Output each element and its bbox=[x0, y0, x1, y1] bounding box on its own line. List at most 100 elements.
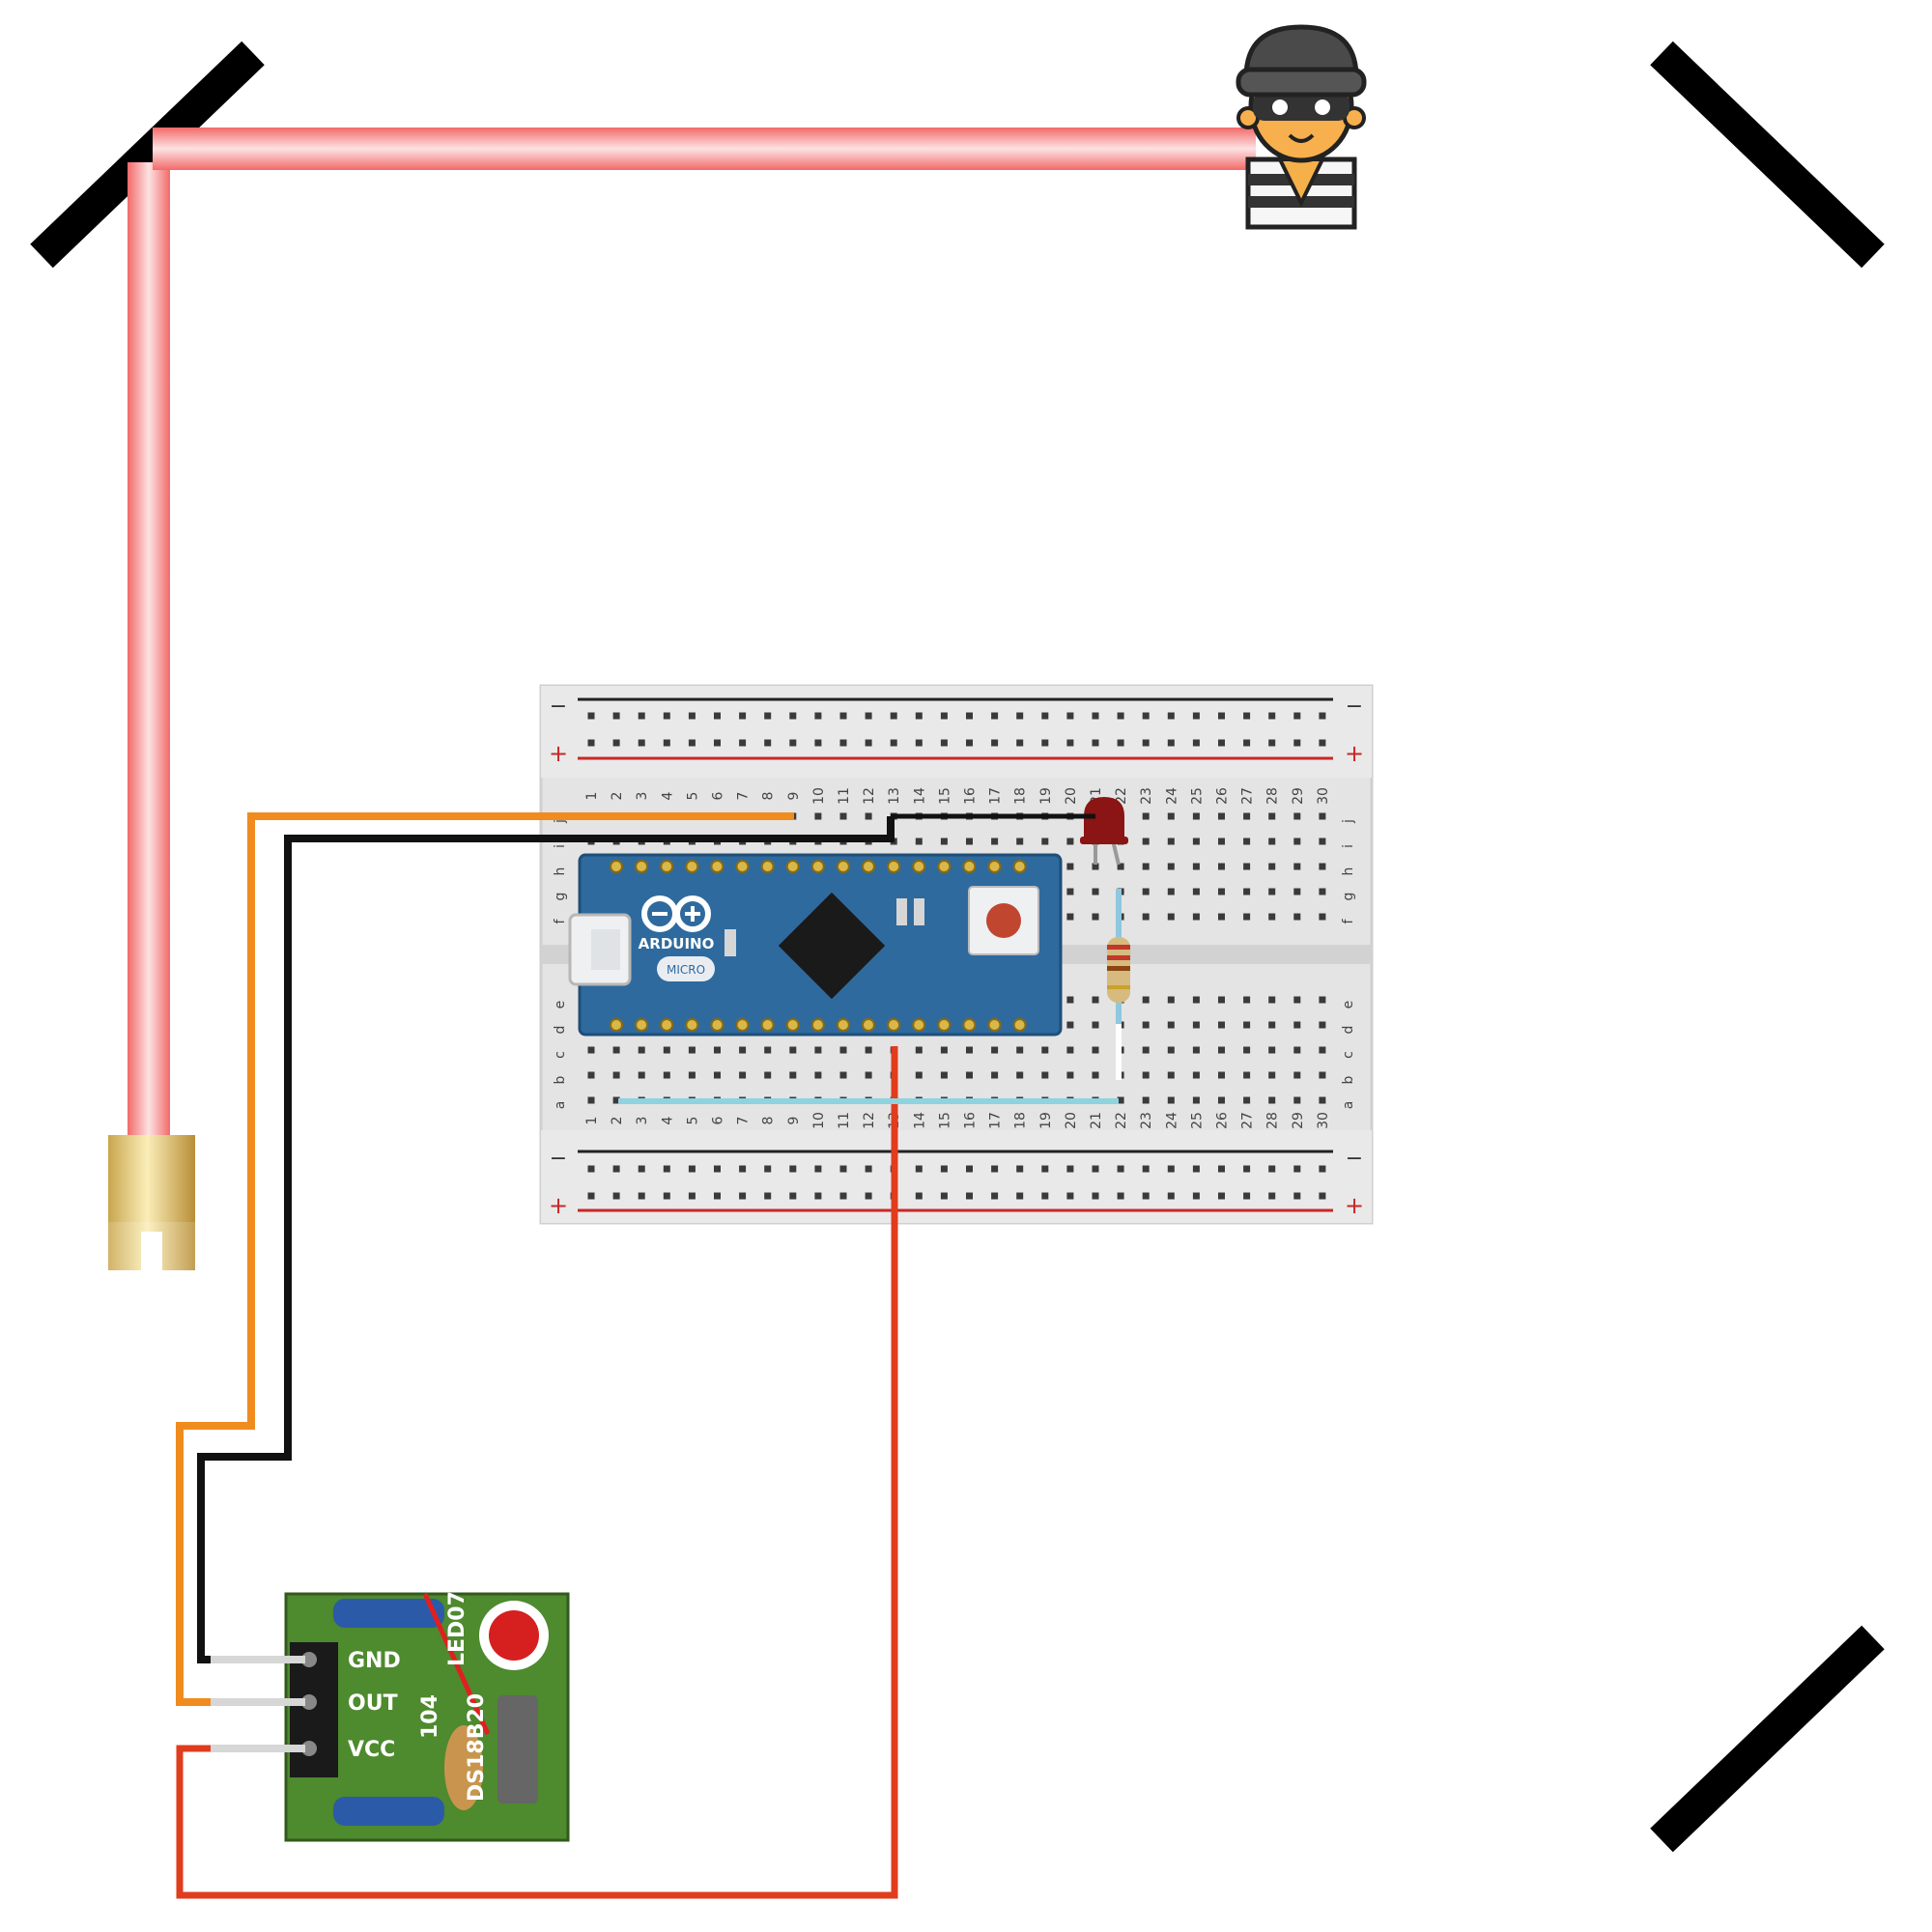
breadboard-hole[interactable] bbox=[1192, 1021, 1200, 1029]
breadboard-hole[interactable] bbox=[1218, 1192, 1225, 1200]
breadboard-hole[interactable] bbox=[587, 1192, 595, 1200]
breadboard-hole[interactable] bbox=[1192, 712, 1200, 720]
breadboard-hole[interactable] bbox=[1142, 838, 1150, 845]
breadboard-hole[interactable] bbox=[915, 838, 923, 845]
breadboard-hole[interactable] bbox=[1218, 1165, 1225, 1173]
breadboard-hole[interactable] bbox=[1243, 996, 1251, 1004]
breadboard-hole[interactable] bbox=[1117, 739, 1124, 747]
breadboard-hole[interactable] bbox=[714, 1192, 721, 1200]
breadboard-hole[interactable] bbox=[1268, 1192, 1276, 1200]
breadboard-hole[interactable] bbox=[1319, 812, 1326, 820]
breadboard-hole[interactable] bbox=[966, 739, 973, 747]
breadboard-hole[interactable] bbox=[789, 1046, 797, 1054]
breadboard-hole[interactable] bbox=[1293, 888, 1301, 895]
breadboard-hole[interactable] bbox=[1243, 1165, 1251, 1173]
breadboard-hole[interactable] bbox=[714, 1165, 721, 1173]
breadboard-hole[interactable] bbox=[1218, 812, 1225, 820]
breadboard-hole[interactable] bbox=[1092, 1192, 1099, 1200]
breadboard-hole[interactable] bbox=[789, 712, 797, 720]
breadboard-hole[interactable] bbox=[915, 1165, 923, 1173]
breadboard-hole[interactable] bbox=[764, 1165, 772, 1173]
breadboard-hole[interactable] bbox=[1243, 1021, 1251, 1029]
breadboard-hole[interactable] bbox=[1319, 1096, 1326, 1104]
breadboard-hole[interactable] bbox=[1142, 1165, 1150, 1173]
breadboard-hole[interactable] bbox=[1066, 1165, 1074, 1173]
breadboard-hole[interactable] bbox=[1167, 1192, 1175, 1200]
breadboard-hole[interactable] bbox=[789, 1071, 797, 1079]
breadboard-hole[interactable] bbox=[1016, 712, 1024, 720]
breadboard-hole[interactable] bbox=[940, 838, 948, 845]
breadboard-hole[interactable] bbox=[1268, 913, 1276, 921]
breadboard-hole[interactable] bbox=[814, 1192, 822, 1200]
breadboard-hole[interactable] bbox=[1192, 1096, 1200, 1104]
breadboard-hole[interactable] bbox=[1117, 1165, 1124, 1173]
breadboard-hole[interactable] bbox=[1167, 913, 1175, 921]
breadboard-hole[interactable] bbox=[1268, 838, 1276, 845]
breadboard-hole[interactable] bbox=[739, 1192, 747, 1200]
breadboard-hole[interactable] bbox=[839, 712, 847, 720]
breadboard-hole[interactable] bbox=[1041, 1071, 1049, 1079]
breadboard-hole[interactable] bbox=[1319, 1071, 1326, 1079]
breadboard-hole[interactable] bbox=[940, 739, 948, 747]
breadboard-hole[interactable] bbox=[714, 712, 721, 720]
breadboard-hole[interactable] bbox=[1319, 996, 1326, 1004]
breadboard-hole[interactable] bbox=[1218, 1096, 1225, 1104]
breadboard-hole[interactable] bbox=[1117, 1096, 1124, 1104]
breadboard-hole[interactable] bbox=[865, 812, 872, 820]
breadboard-hole[interactable] bbox=[612, 712, 620, 720]
breadboard-hole[interactable] bbox=[1066, 1021, 1074, 1029]
breadboard-hole[interactable] bbox=[1268, 1021, 1276, 1029]
breadboard-hole[interactable] bbox=[739, 1165, 747, 1173]
breadboard-hole[interactable] bbox=[1066, 863, 1074, 870]
breadboard-hole[interactable] bbox=[764, 1071, 772, 1079]
breadboard-hole[interactable] bbox=[1192, 888, 1200, 895]
breadboard-hole[interactable] bbox=[1117, 863, 1124, 870]
breadboard-hole[interactable] bbox=[1016, 1165, 1024, 1173]
breadboard-hole[interactable] bbox=[839, 1165, 847, 1173]
breadboard-hole[interactable] bbox=[915, 712, 923, 720]
breadboard-hole[interactable] bbox=[1192, 1046, 1200, 1054]
breadboard-hole[interactable] bbox=[1218, 888, 1225, 895]
breadboard-hole[interactable] bbox=[714, 1046, 721, 1054]
breadboard-hole[interactable] bbox=[1117, 1192, 1124, 1200]
breadboard-hole[interactable] bbox=[1092, 996, 1099, 1004]
breadboard-hole[interactable] bbox=[688, 1165, 696, 1173]
breadboard-hole[interactable] bbox=[1041, 1046, 1049, 1054]
breadboard-hole[interactable] bbox=[1319, 712, 1326, 720]
breadboard-hole[interactable] bbox=[1218, 712, 1225, 720]
breadboard-hole[interactable] bbox=[1243, 838, 1251, 845]
breadboard-hole[interactable] bbox=[1142, 812, 1150, 820]
breadboard-hole[interactable] bbox=[865, 739, 872, 747]
breadboard-hole[interactable] bbox=[940, 1071, 948, 1079]
breadboard-hole[interactable] bbox=[1041, 712, 1049, 720]
breadboard-hole[interactable] bbox=[991, 838, 999, 845]
breadboard-hole[interactable] bbox=[587, 1096, 595, 1104]
breadboard-hole[interactable] bbox=[1218, 913, 1225, 921]
breadboard-hole[interactable] bbox=[839, 739, 847, 747]
breadboard-hole[interactable] bbox=[1243, 913, 1251, 921]
breadboard-hole[interactable] bbox=[1092, 712, 1099, 720]
breadboard-hole[interactable] bbox=[1243, 739, 1251, 747]
breadboard-hole[interactable] bbox=[638, 1192, 645, 1200]
breadboard-hole[interactable] bbox=[1319, 1021, 1326, 1029]
breadboard-hole[interactable] bbox=[1142, 913, 1150, 921]
breadboard-hole[interactable] bbox=[1167, 1046, 1175, 1054]
breadboard-hole[interactable] bbox=[814, 1071, 822, 1079]
breadboard-hole[interactable] bbox=[1218, 1071, 1225, 1079]
breadboard-hole[interactable] bbox=[739, 1046, 747, 1054]
breadboard-hole[interactable] bbox=[1092, 1165, 1099, 1173]
breadboard-hole[interactable] bbox=[1167, 1021, 1175, 1029]
breadboard-hole[interactable] bbox=[1117, 712, 1124, 720]
breadboard-hole[interactable] bbox=[1243, 812, 1251, 820]
breadboard-hole[interactable] bbox=[1092, 863, 1099, 870]
breadboard-hole[interactable] bbox=[1142, 863, 1150, 870]
breadboard-hole[interactable] bbox=[638, 1046, 645, 1054]
breadboard-hole[interactable] bbox=[1243, 863, 1251, 870]
breadboard-hole[interactable] bbox=[966, 838, 973, 845]
breadboard-hole[interactable] bbox=[1142, 1192, 1150, 1200]
breadboard-hole[interactable] bbox=[1167, 996, 1175, 1004]
breadboard-hole[interactable] bbox=[1218, 739, 1225, 747]
breadboard-hole[interactable] bbox=[814, 712, 822, 720]
breadboard-hole[interactable] bbox=[1218, 838, 1225, 845]
breadboard-hole[interactable] bbox=[1293, 913, 1301, 921]
